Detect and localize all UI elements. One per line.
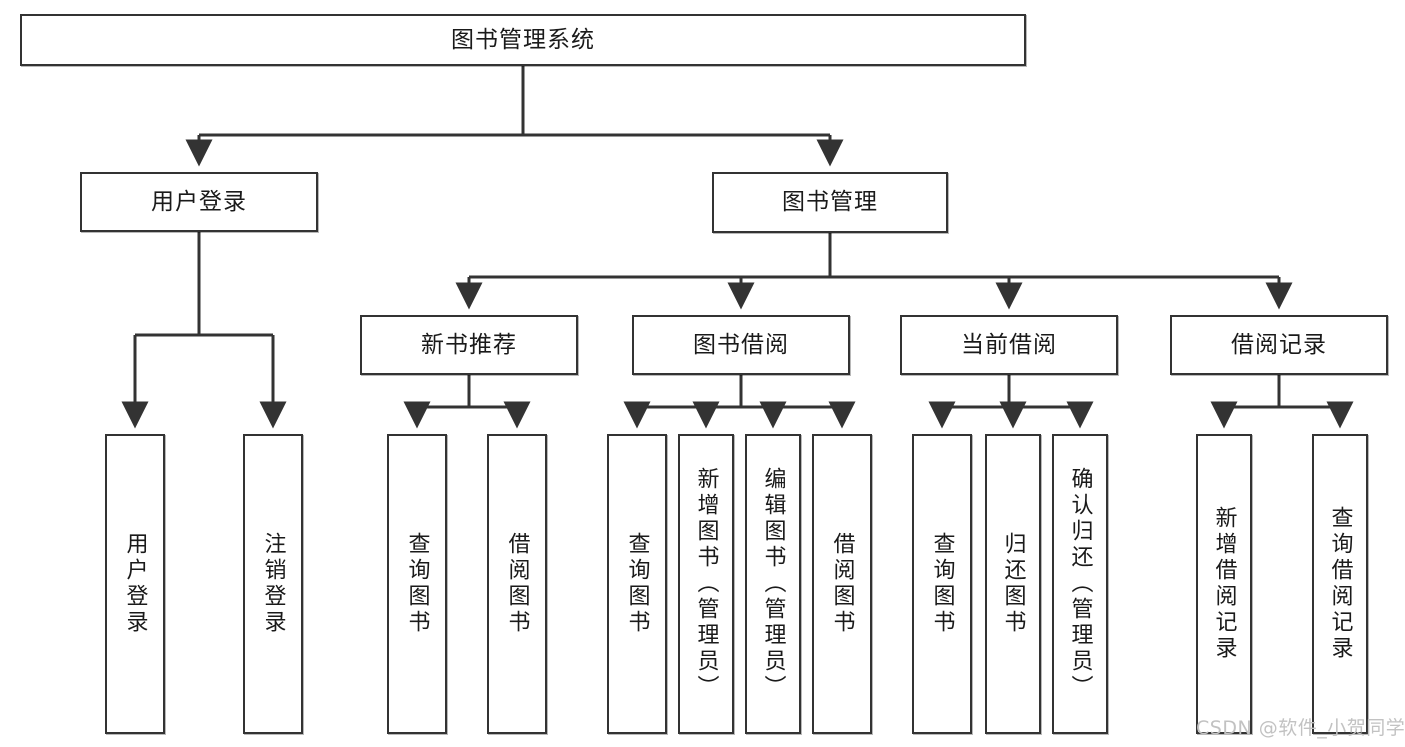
leaf-query-book-current-label: 查询图书: [929, 532, 955, 636]
leaf-user-login-label: 用户登录: [122, 532, 148, 636]
leaf-add-borrow-record[interactable]: 新增借阅记录: [1196, 434, 1252, 734]
node-root-label: 图书管理系统: [451, 26, 595, 53]
leaf-borrow-book-label: 借阅图书: [829, 532, 855, 636]
leaf-query-book-recommend[interactable]: 查询图书: [387, 434, 447, 734]
node-borrow-record-label: 借阅记录: [1231, 331, 1327, 358]
leaf-query-book-borrow[interactable]: 查询图书: [607, 434, 667, 734]
node-user-login-label: 用户登录: [151, 188, 247, 215]
node-new-book-recommend-label: 新书推荐: [421, 331, 517, 358]
leaf-add-book-admin[interactable]: 新增图书（管理员）: [678, 434, 734, 734]
leaf-edit-book-admin[interactable]: 编辑图书（管理员）: [745, 434, 801, 734]
leaf-query-book-recommend-label: 查询图书: [404, 532, 430, 636]
leaf-logout-login[interactable]: 注销登录: [243, 434, 303, 734]
leaf-add-book-admin-label: 新增图书（管理员）: [693, 467, 719, 701]
leaf-borrow-book[interactable]: 借阅图书: [812, 434, 872, 734]
leaf-return-book-label: 归还图书: [1000, 532, 1026, 636]
leaf-borrow-book-recommend[interactable]: 借阅图书: [487, 434, 547, 734]
leaf-confirm-return-admin-label: 确认归还（管理员）: [1067, 467, 1093, 701]
leaf-confirm-return-admin[interactable]: 确认归还（管理员）: [1052, 434, 1108, 734]
csdn-watermark: CSDN @软件_小贺同学: [1196, 717, 1405, 739]
node-root[interactable]: 图书管理系统: [20, 14, 1026, 66]
leaf-add-borrow-record-label: 新增借阅记录: [1211, 506, 1237, 662]
node-book-management[interactable]: 图书管理: [712, 172, 948, 233]
leaf-user-login[interactable]: 用户登录: [105, 434, 165, 734]
node-user-login[interactable]: 用户登录: [80, 172, 318, 232]
node-book-management-label: 图书管理: [782, 189, 878, 215]
node-current-borrow-label: 当前借阅: [961, 331, 1057, 358]
node-new-book-recommend[interactable]: 新书推荐: [360, 315, 578, 375]
leaf-query-borrow-record-label: 查询借阅记录: [1327, 506, 1353, 662]
node-borrow-record[interactable]: 借阅记录: [1170, 315, 1388, 375]
leaf-query-borrow-record[interactable]: 查询借阅记录: [1312, 434, 1368, 734]
node-book-borrow[interactable]: 图书借阅: [632, 315, 850, 375]
leaf-query-book-borrow-label: 查询图书: [624, 532, 650, 636]
node-current-borrow[interactable]: 当前借阅: [900, 315, 1118, 375]
leaf-query-book-current[interactable]: 查询图书: [912, 434, 972, 734]
leaf-logout-login-label: 注销登录: [260, 532, 286, 636]
leaf-return-book[interactable]: 归还图书: [985, 434, 1041, 734]
node-book-borrow-label: 图书借阅: [693, 331, 789, 358]
leaf-borrow-book-recommend-label: 借阅图书: [504, 532, 530, 636]
leaf-edit-book-admin-label: 编辑图书（管理员）: [760, 467, 786, 701]
